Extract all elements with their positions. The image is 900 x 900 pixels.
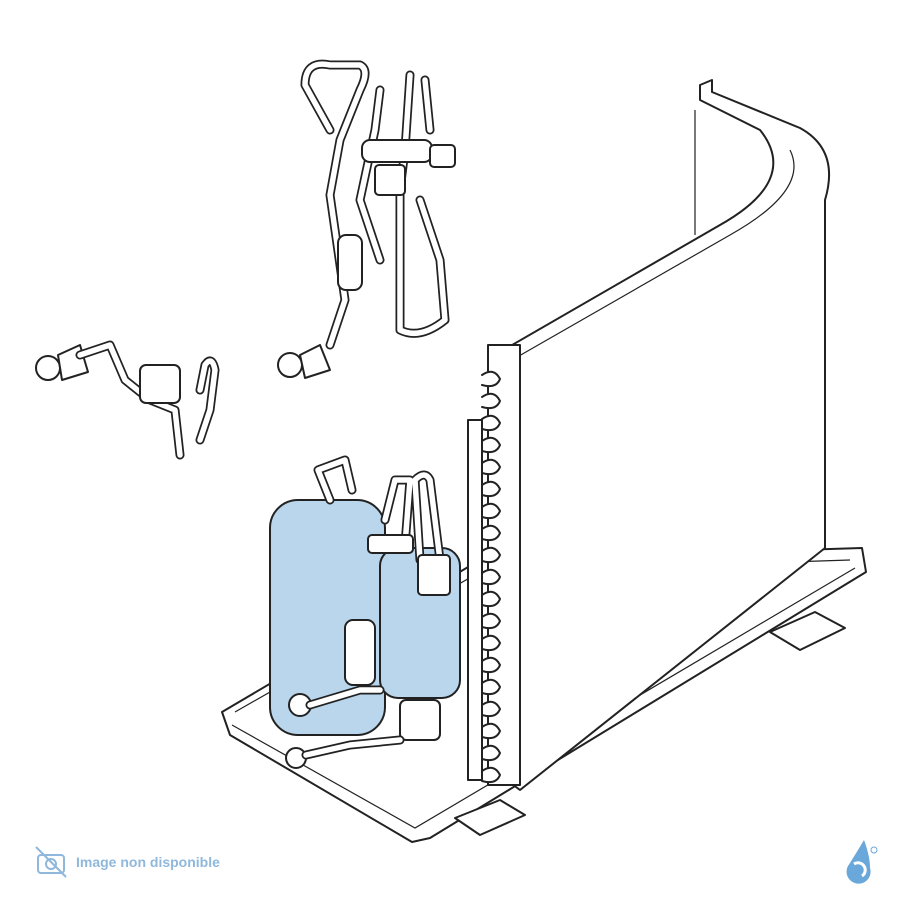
coil-tube-bends (481, 370, 501, 784)
camera-off-icon (35, 846, 67, 878)
coil-bend (481, 480, 501, 498)
reversing-valve-assembly (277, 59, 456, 379)
coil-bend (481, 612, 501, 630)
coil-bend (481, 524, 501, 542)
coil-bend (481, 590, 501, 608)
coil-bend (481, 700, 501, 718)
expansion-valve-assembly (35, 340, 220, 460)
coil-bend (481, 568, 501, 586)
coil-bend (481, 370, 501, 388)
coil-bend (481, 766, 501, 784)
coil-bend (481, 678, 501, 696)
coil-bend (481, 546, 501, 564)
coil-bend (481, 744, 501, 762)
image-unavailable-text: Image non disponible (76, 854, 220, 870)
water-drop-logo (846, 840, 878, 884)
coil-bend (481, 436, 501, 454)
coil-bend (481, 634, 501, 652)
coil-bend (481, 414, 501, 432)
image-unavailable-notice: Image non disponible (34, 845, 220, 879)
coil-bend (481, 458, 501, 476)
compressor (269, 455, 461, 769)
condenser-coil (467, 79, 831, 791)
coil-bend (481, 722, 501, 740)
coil-bend (481, 392, 501, 410)
coil-bend (481, 502, 501, 520)
coil-bend (481, 656, 501, 674)
